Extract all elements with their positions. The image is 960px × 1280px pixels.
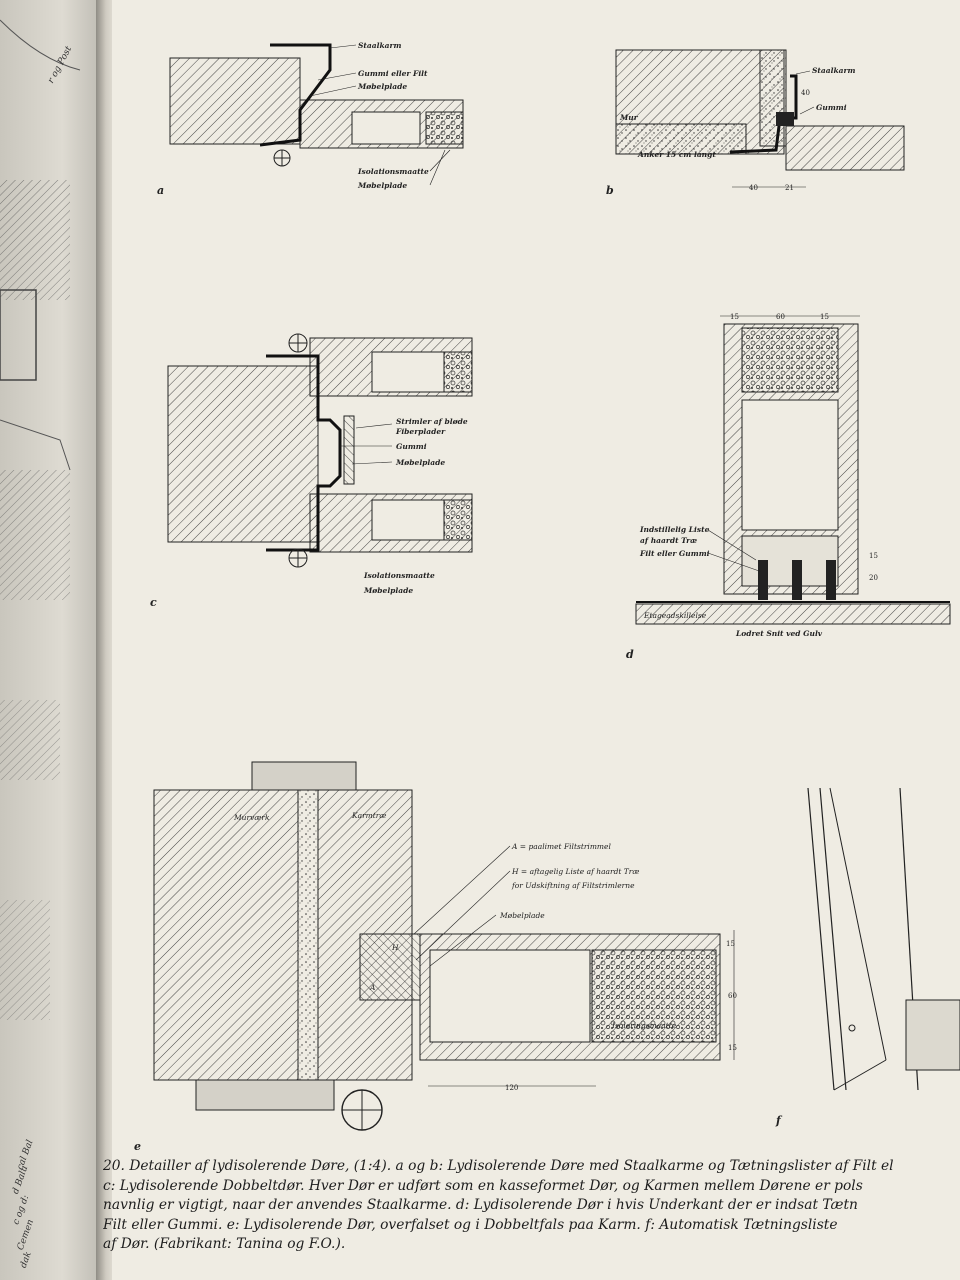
label: Karmtræ bbox=[351, 811, 386, 820]
label: Staalkarm bbox=[812, 66, 855, 75]
figure-d: 15 60 15 15 20 Indstillelig Liste af haa… bbox=[626, 313, 951, 661]
label: Fiberplader bbox=[395, 427, 446, 436]
label: Indstillelig Liste bbox=[639, 525, 710, 534]
label: Møbelplade bbox=[363, 586, 413, 595]
dimension: 40 bbox=[801, 89, 810, 97]
figure-letter: a bbox=[157, 184, 164, 197]
figure-caption: 20. Detailler af lydisolerende Døre, (1:… bbox=[103, 1157, 960, 1255]
figure-e: Murværk Karmtræ A = paalimet Filtstrimme… bbox=[134, 761, 737, 1153]
dimension: 15 bbox=[730, 313, 739, 321]
label: Gummi bbox=[816, 103, 847, 112]
technical-drawings: Staalkarm Gummi eller Filt Møbelplade Is… bbox=[134, 41, 960, 1153]
label: Etageadskillelse bbox=[643, 611, 707, 620]
caption-line: Filt eller Gummi. e: Lydisolerende Dør, … bbox=[103, 1216, 838, 1233]
label: Murværk bbox=[233, 813, 270, 822]
figure-letter: b bbox=[606, 184, 614, 197]
left-page: r og Post cal Bal d Balu c og d: Cemen d… bbox=[0, 0, 104, 1280]
figure-f: f bbox=[775, 787, 960, 1127]
label: Isolationsmaatte bbox=[363, 571, 435, 580]
label: Gummi bbox=[396, 442, 427, 451]
caption-line: navnlig er vigtigt, naar der anvendes St… bbox=[103, 1197, 858, 1213]
label: Isoleringsmaatte bbox=[611, 1021, 677, 1030]
dimension: 60 bbox=[776, 313, 785, 321]
label: Møbelplade bbox=[357, 181, 407, 190]
dimension: 15 bbox=[728, 1044, 737, 1052]
dimension: 15 bbox=[869, 552, 878, 560]
label: A = paalimet Filtstrimmel bbox=[511, 842, 611, 851]
dimension: 120 bbox=[505, 1084, 518, 1092]
dimension: 21 bbox=[785, 184, 794, 192]
figure-a: Staalkarm Gummi eller Filt Møbelplade Is… bbox=[157, 41, 464, 197]
dimension: 20 bbox=[869, 574, 878, 582]
label: Strimler af bløde bbox=[396, 417, 468, 426]
figure-letter: d bbox=[626, 648, 634, 661]
figure-letter: f bbox=[775, 1114, 783, 1127]
dimension: 60 bbox=[728, 992, 737, 1000]
label: Staalkarm bbox=[358, 41, 401, 50]
figure-letter: e bbox=[134, 1140, 141, 1153]
caption-line: 20. Detailler af lydisolerende Døre, (1:… bbox=[103, 1158, 894, 1174]
caption-line: af Dør. (Fabrikant: Tanina og F.O.). bbox=[103, 1236, 346, 1252]
figure-b: Staalkarm Gummi Mur Anker 15 cm langt 40… bbox=[606, 49, 905, 197]
label: Møbelplade bbox=[357, 82, 407, 91]
label: Anker 15 cm langt bbox=[637, 150, 716, 159]
label: af haardt Træ bbox=[640, 536, 697, 545]
label: Mur bbox=[619, 113, 639, 122]
label: Møbelplade bbox=[395, 458, 445, 467]
label: Isolationsmaatte bbox=[357, 167, 429, 176]
label: Filt eller Gummi bbox=[639, 549, 710, 558]
dimension: 40 bbox=[749, 184, 758, 192]
label: Lodret Snit ved Gulv bbox=[735, 629, 823, 638]
label: for Udskiftning af Filtstrimlerne bbox=[511, 881, 635, 890]
caption-line: c: Lydisolerende Dobbeltdør. Hver Dør er… bbox=[103, 1177, 863, 1194]
label: Møbelplade bbox=[499, 911, 545, 920]
label: Gummi eller Filt bbox=[358, 69, 428, 78]
figure-c: Strimler af bløde Fiberplader Gummi Møbe… bbox=[150, 333, 473, 609]
label: H bbox=[391, 943, 399, 952]
label: H = aftagelig Liste af haardt Træ bbox=[511, 867, 639, 876]
figure-letter: c bbox=[150, 596, 157, 609]
label: A bbox=[369, 983, 376, 992]
left-page-drawings bbox=[0, 19, 81, 1020]
dimension: 15 bbox=[820, 313, 829, 321]
dimension: 15 bbox=[726, 940, 735, 948]
